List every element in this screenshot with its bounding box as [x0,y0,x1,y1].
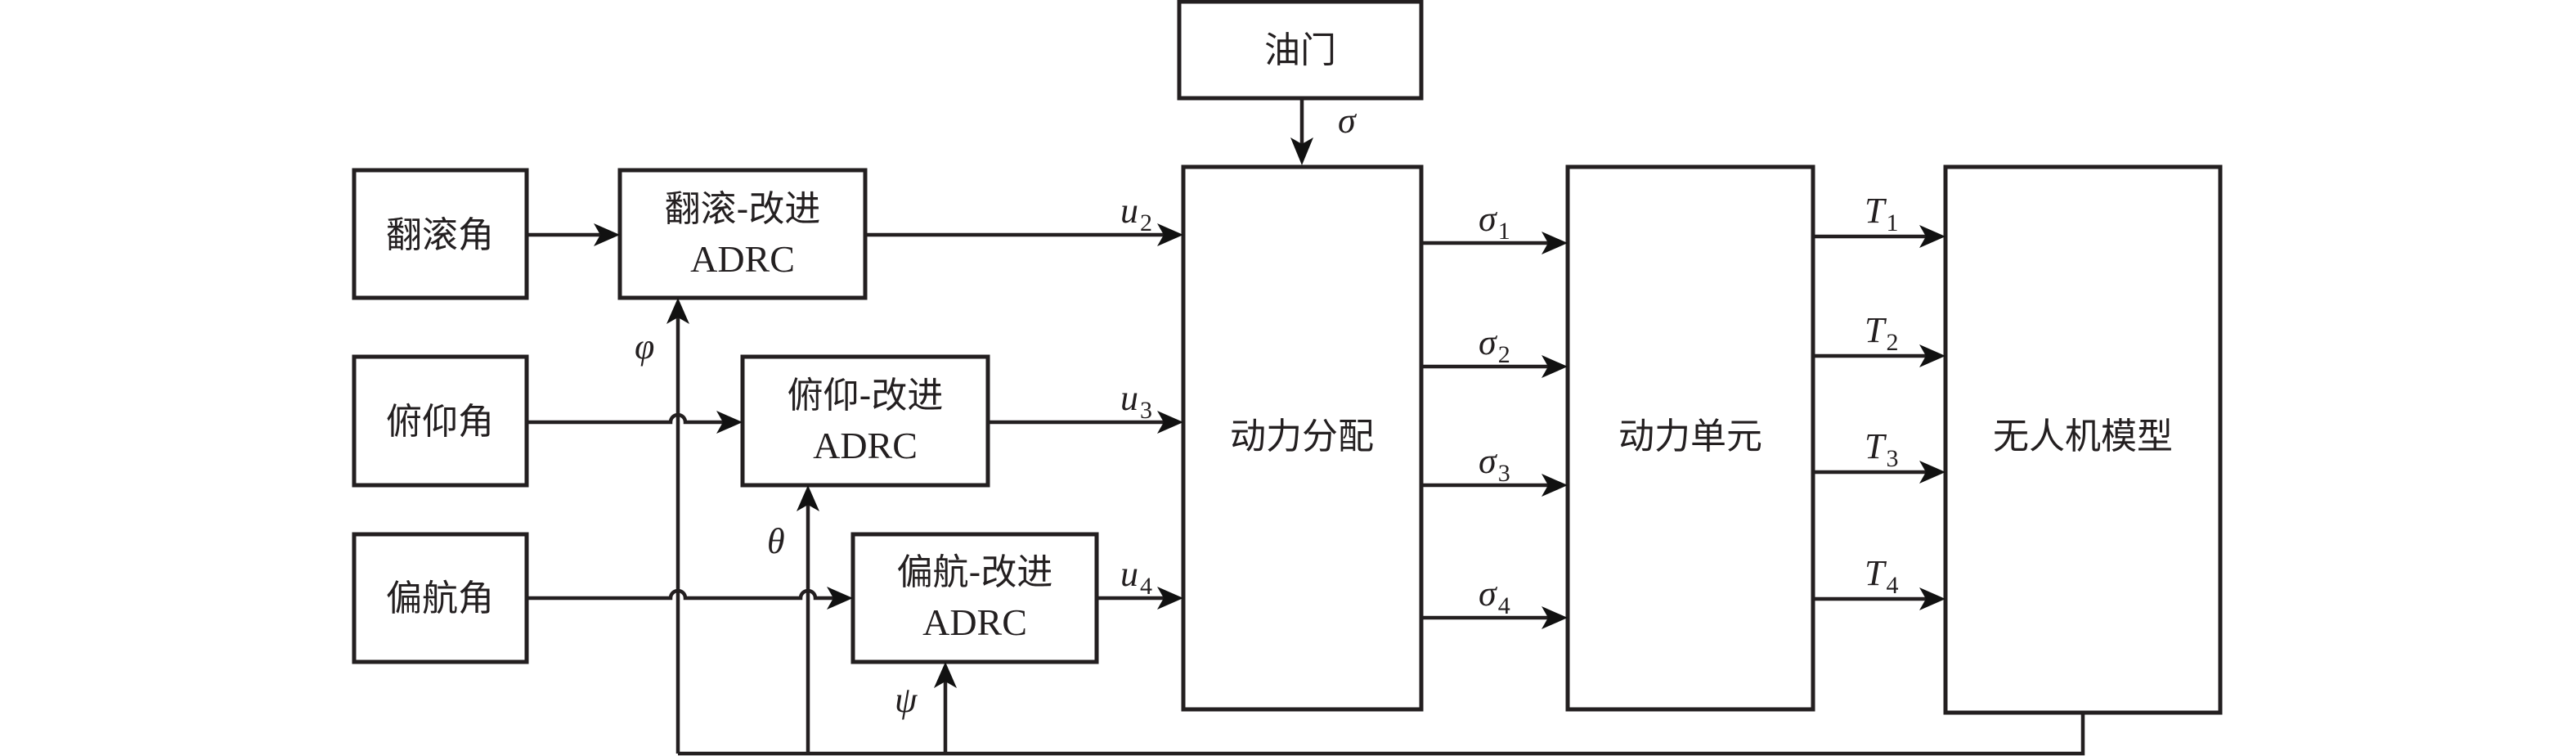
pitch-adrc-label-line1: 俯仰-改进 [788,375,944,416]
roll-angle-block: 翻滚角 [352,168,529,300]
sigma4-arrow [1421,606,1568,629]
uav-model-block: 无人机模型 [1943,164,2223,715]
sigma1-arrow [1421,232,1568,254]
pitch-input-arrow [527,411,743,434]
yaw-angle-label: 偏航角 [386,578,494,619]
phi-feedback-arrow [666,298,689,754]
sigma2-arrow [1421,355,1568,378]
u4-label: u4 [1120,554,1152,600]
T2-label: T2 [1865,310,1898,356]
yaw-input-arrow [527,587,853,610]
sigma2-label: σ2 [1479,322,1510,368]
theta-feedback-arrow [797,485,819,754]
throttle-label: 油门 [1264,29,1336,71]
power-unit-block: 动力单元 [1565,164,1815,712]
power-allocation-block: 动力分配 [1181,164,1424,712]
u3-label: u3 [1120,378,1152,424]
yaw-angle-block: 偏航角 [352,532,529,664]
T2-arrow [1813,344,1945,367]
power-unit-label: 动力单元 [1618,416,1762,457]
T4-arrow [1813,587,1945,610]
roll-adrc-label-line1: 翻滚-改进 [665,188,821,230]
T1-label: T1 [1865,191,1898,236]
pitch-angle-block: 俯仰角 [352,354,529,488]
T1-arrow [1813,225,1945,248]
pitch-adrc-label-line2: ADRC [813,425,918,466]
u2-label: u2 [1120,191,1152,236]
yaw-adrc-label-line1: 偏航-改进 [897,551,1053,593]
sigma3-label: σ3 [1479,441,1510,487]
roll-adrc-block: 翻滚-改进 ADRC [617,168,868,300]
roll-input-arrow [527,223,620,246]
phi-label: φ [635,326,654,367]
psi-feedback-arrow [934,662,957,754]
power-allocation-label: 动力分配 [1230,416,1374,457]
feedback-path [678,713,2085,756]
uav-model-label: 无人机模型 [1993,416,2173,457]
T4-label: T4 [1865,553,1898,599]
u3-arrow [988,411,1183,434]
sigma4-label: σ4 [1479,574,1510,619]
u2-arrow [865,223,1183,246]
yaw-adrc-label-line2: ADRC [922,601,1027,643]
yaw-adrc-block: 偏航-改进 ADRC [850,532,1099,664]
theta-label: θ [767,521,785,561]
sigma3-arrow [1421,474,1568,497]
pitch-angle-label: 俯仰角 [386,401,494,443]
T3-label: T3 [1865,426,1898,472]
u4-arrow [1097,587,1183,610]
sigma-label: σ [1338,101,1358,141]
roll-angle-label: 翻滚角 [386,214,494,256]
psi-label: ψ [895,680,918,720]
pitch-adrc-block: 俯仰-改进 ADRC [740,354,990,488]
T3-arrow [1813,461,1945,484]
throttle-block: 油门 [1177,0,1424,101]
sigma1-label: σ1 [1479,199,1510,245]
throttle-arrow [1290,98,1313,165]
roll-adrc-label-line2: ADRC [690,238,795,280]
